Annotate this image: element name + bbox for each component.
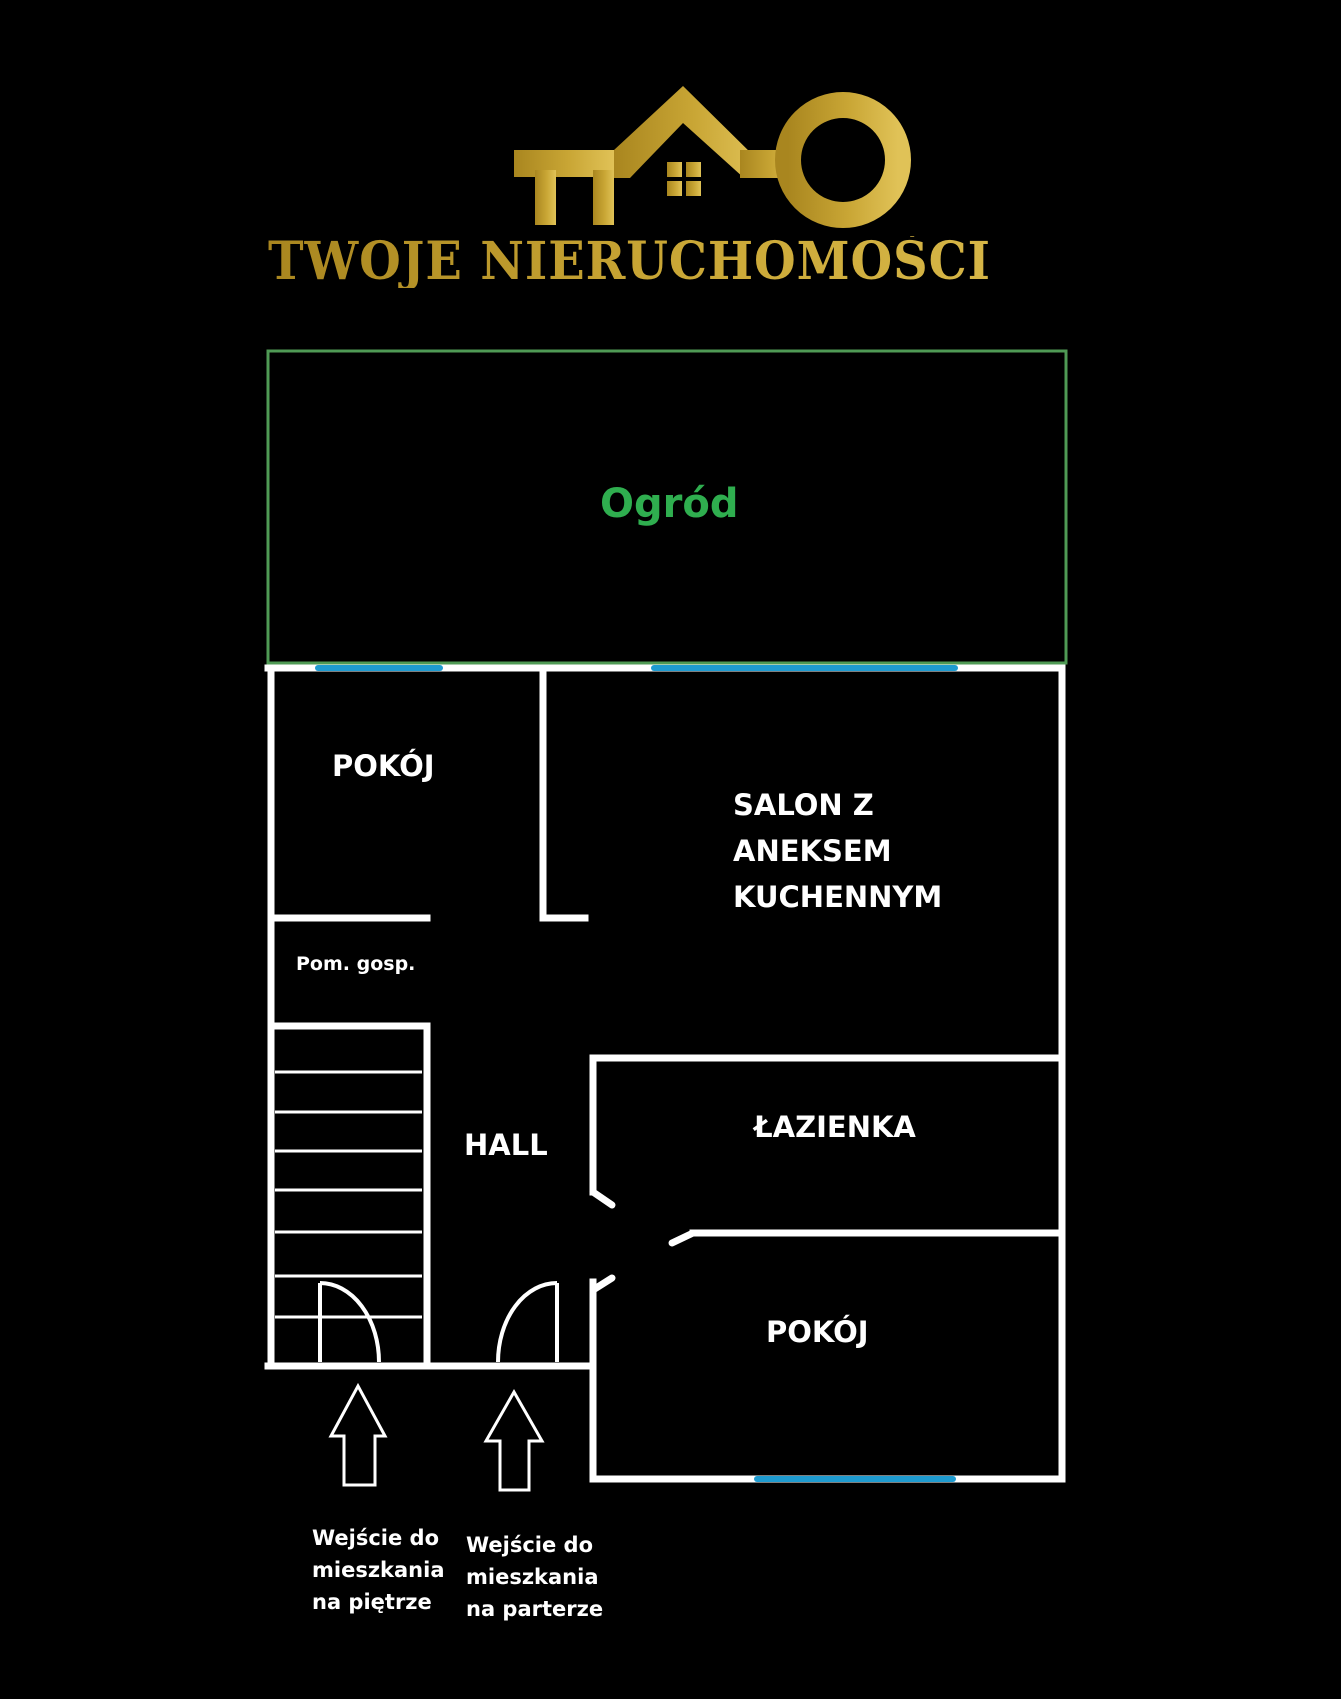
room-label-top-left: POKÓJ (332, 749, 435, 783)
door-leaves (589, 1188, 697, 1294)
room-label-hall: HALL (464, 1128, 548, 1162)
room-label-utility: Pom. gosp. (296, 953, 416, 975)
stairs (275, 1070, 422, 1319)
house-key-logo-icon (514, 86, 911, 228)
entrance-door-ground (496, 1281, 559, 1363)
garden-area (266, 349, 1068, 665)
entrance-label-ground-floor: Wejście do mieszkania na parterze (466, 1533, 604, 1621)
entrance-door-upper (318, 1281, 381, 1363)
room-label-bathroom: ŁAZIENKA (754, 1110, 916, 1144)
windows (315, 665, 958, 1482)
garden-label: Ogród (600, 481, 739, 527)
arrow-up-icon (328, 1382, 388, 1487)
room-label-living-room: SALON Z ANEKSEM KUCHENNYM (733, 788, 943, 914)
brand-name: TWOJE NIERUCHOMOŚCI (268, 236, 1059, 288)
arrow-up-icon (483, 1388, 545, 1492)
room-label-bottom-right: POKÓJ (766, 1315, 869, 1349)
entrance-label-upper-floor: Wejście do mieszkania na piętrze (312, 1526, 445, 1614)
